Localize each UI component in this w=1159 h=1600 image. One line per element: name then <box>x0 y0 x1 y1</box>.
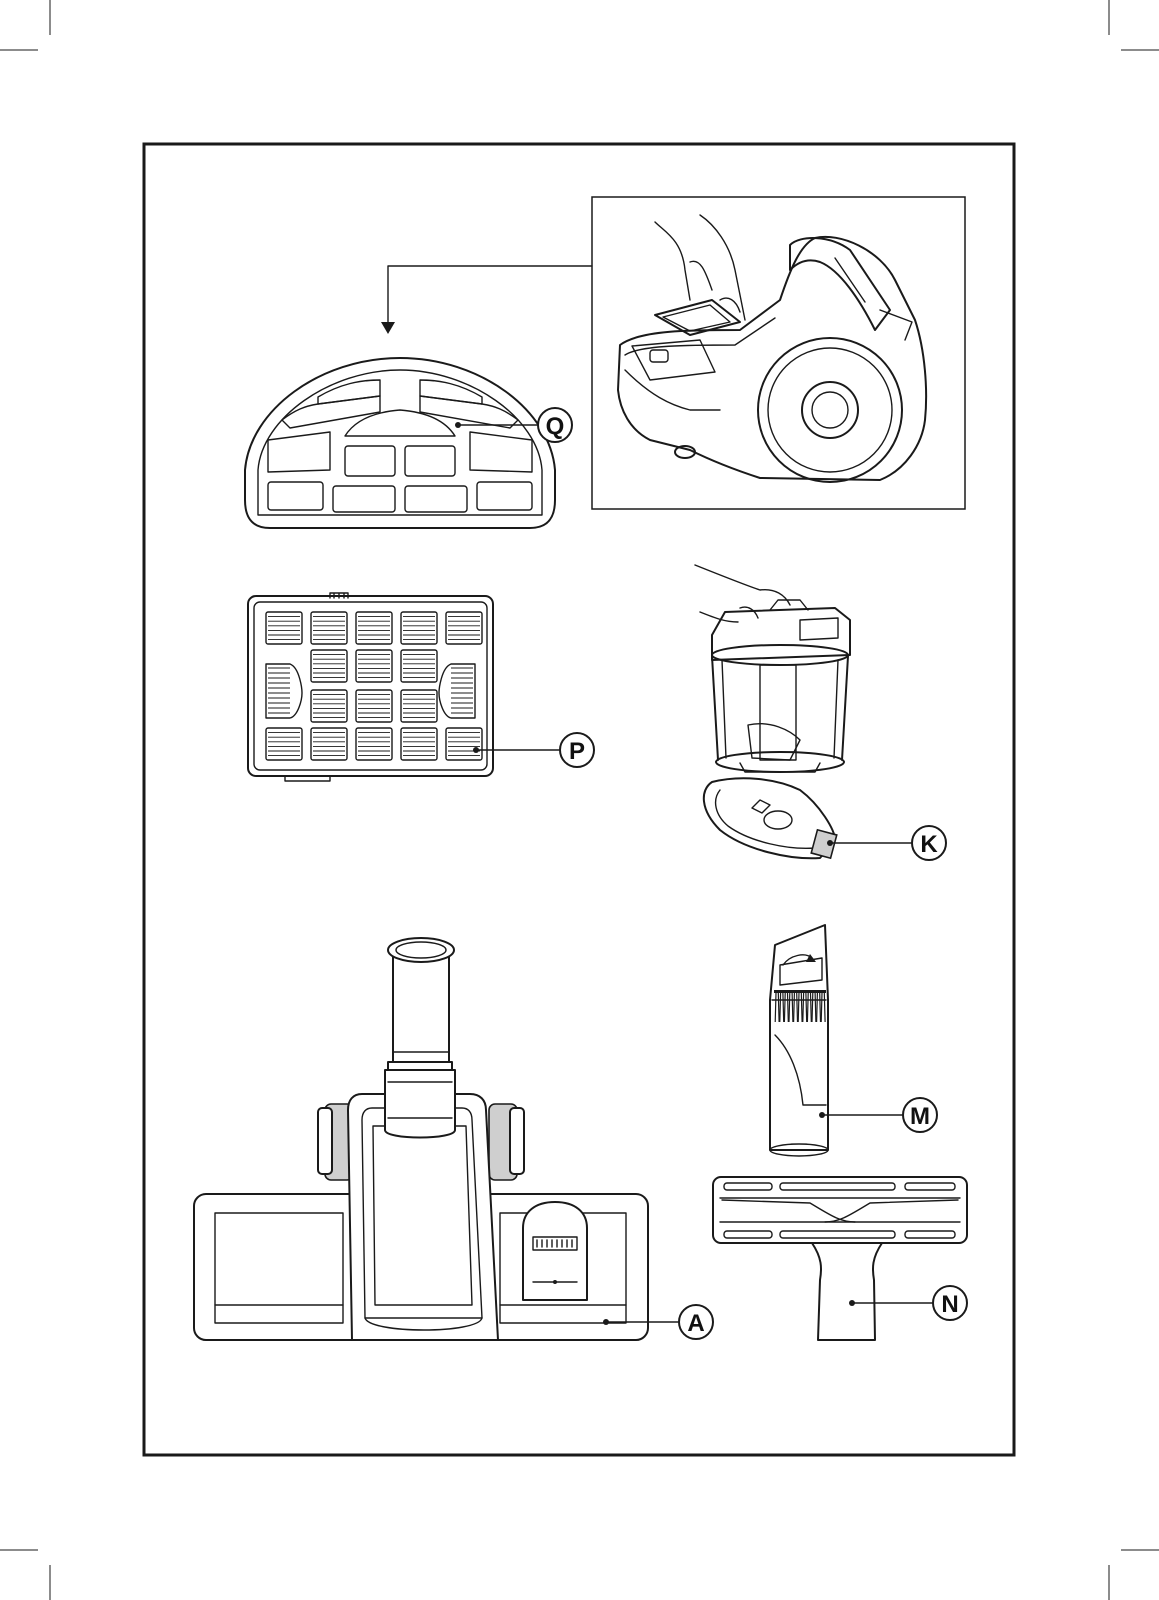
callout-a: A <box>679 1305 713 1339</box>
callout-p: P <box>560 733 594 767</box>
bristle <box>788 993 789 1022</box>
callout-m-label: M <box>910 1103 930 1130</box>
bristle <box>811 993 812 1022</box>
bristle <box>775 993 776 1022</box>
callout-q: Q <box>538 408 572 442</box>
bristle <box>778 993 779 1022</box>
bristle <box>794 993 795 1022</box>
callout-k: K <box>912 826 946 860</box>
bristle <box>812 993 813 1022</box>
brush-tool-m <box>770 925 903 1156</box>
bristle <box>803 993 804 1022</box>
bristle <box>806 993 807 1022</box>
bristle <box>821 993 822 1022</box>
callout-n: N <box>933 1286 967 1320</box>
bristle <box>798 993 799 1022</box>
bristle <box>784 993 785 1022</box>
bristle <box>783 993 784 1022</box>
bristle <box>820 993 821 1022</box>
filter-q <box>245 358 555 528</box>
bristle <box>824 993 825 1022</box>
bristle <box>792 993 793 1022</box>
callout-k-label: K <box>920 831 938 858</box>
dust-container-k <box>695 565 912 858</box>
callout-n-label: N <box>941 1291 958 1318</box>
indicator-arrow <box>381 266 592 334</box>
callout-m: M <box>903 1098 937 1132</box>
bristle <box>807 993 808 1022</box>
vacuum-inset <box>592 197 965 509</box>
floor-nozzle-a <box>194 938 679 1340</box>
bristle <box>801 993 802 1022</box>
callout-p-label: P <box>569 738 585 765</box>
callout-a-label: A <box>687 1310 704 1337</box>
filter-p <box>248 593 560 781</box>
bristle <box>789 993 790 1022</box>
bristle <box>817 993 818 1022</box>
callout-q-label: Q <box>546 413 565 440</box>
bristle <box>815 993 816 1022</box>
bristle <box>780 993 781 1022</box>
bristle <box>797 993 798 1022</box>
upholstery-nozzle-n <box>713 1177 967 1340</box>
